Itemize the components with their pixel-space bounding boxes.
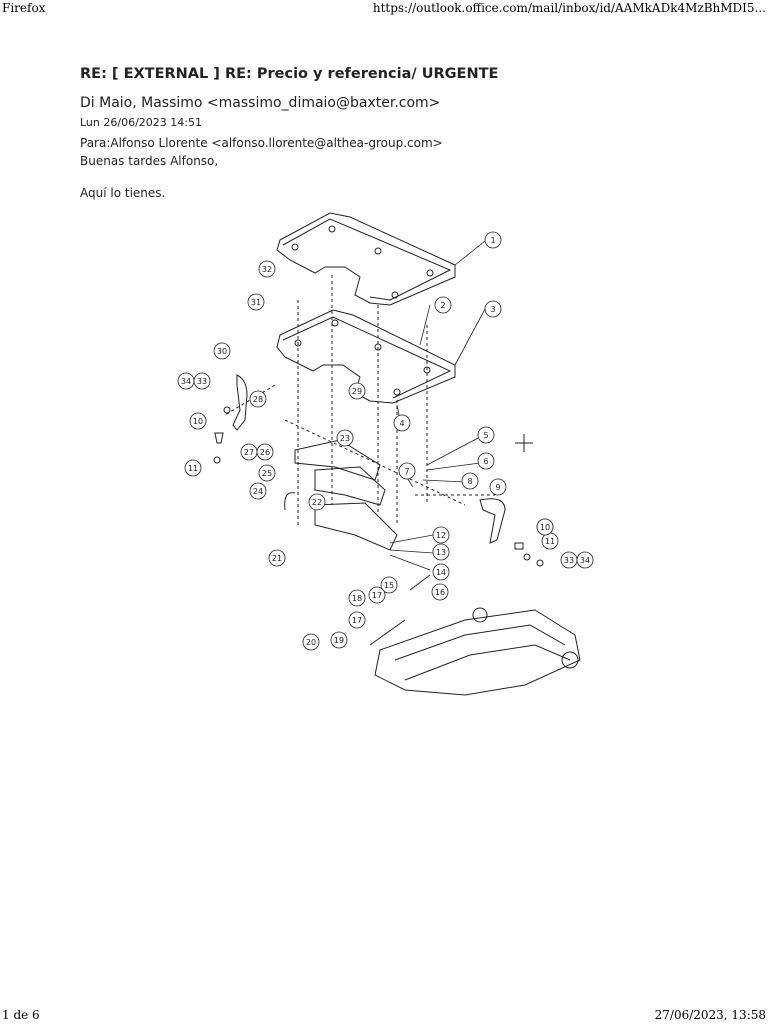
callout-label: 13 — [436, 548, 446, 557]
left-handle — [232, 374, 248, 431]
email-recipient: Para:Alfonso Llorente <alfonso.llorente@… — [80, 136, 443, 150]
callout-label: 27 — [244, 448, 254, 457]
base-wheel — [472, 607, 488, 623]
callout-label: 14 — [436, 568, 446, 577]
callout-label: 16 — [435, 588, 445, 597]
base-wheel — [561, 651, 579, 669]
callout-label: 32 — [262, 265, 272, 274]
callout-label: 20 — [306, 638, 316, 647]
callout-label: 19 — [334, 636, 344, 645]
callout-label: 9 — [495, 483, 500, 492]
callout-label: 5 — [483, 431, 488, 440]
nut-11 — [213, 456, 221, 464]
callout-label: 11 — [545, 537, 555, 546]
plate-hole — [294, 339, 302, 347]
plate-hole — [374, 247, 382, 255]
email-message: RE: [ EXTERNAL ] RE: Precio y referencia… — [80, 66, 700, 200]
plate-hole — [328, 225, 336, 233]
callout-label: 6 — [483, 457, 488, 466]
callout-label: 15 — [384, 581, 394, 590]
email-greeting: Buenas tardes Alfonso, — [80, 154, 219, 168]
callout-label: 3 — [490, 305, 495, 314]
washer-33-right — [536, 559, 544, 567]
callout-label: 12 — [436, 531, 446, 540]
print-timestamp: 27/06/2023, 13:58 — [654, 1008, 766, 1022]
callout-label: 24 — [253, 487, 263, 496]
exploded-parts-diagram: 1 2 3 4 5 6 7 8 9 10 11 12 13 14 15 16 1… — [165, 205, 595, 700]
callout-label: 23 — [340, 434, 350, 443]
small-part-10 — [214, 432, 224, 444]
print-url: https://outlook.office.com/mail/inbox/id… — [372, 1, 766, 15]
bracket-outline — [314, 502, 398, 551]
email-sender: Di Maio, Massimo <massimo_dimaio@baxter.… — [80, 95, 441, 111]
washer-33 — [223, 406, 231, 414]
gas-spring-17 — [369, 619, 406, 646]
callout-label: 17 — [352, 616, 362, 625]
callout-label: 4 — [399, 419, 404, 428]
plate-hole — [426, 269, 434, 277]
email-subject: RE: [ EXTERNAL ] RE: Precio y referencia… — [80, 66, 499, 82]
parts-diagram-svg: 1 2 3 4 5 6 7 8 9 10 11 12 13 14 15 16 1… — [177, 212, 594, 696]
email-body-text: Aquí lo tienes. — [80, 186, 166, 200]
top-plate-outline — [276, 212, 456, 306]
nut-11-right — [523, 553, 531, 561]
callout-label: 28 — [253, 395, 263, 404]
page-number: 1 de 6 — [2, 1008, 40, 1022]
bracket-outline — [314, 466, 386, 506]
callout-label: 11 — [188, 464, 198, 473]
browser-name: Firefox — [2, 1, 46, 15]
gas-spring-16 — [409, 574, 431, 591]
callout-label: 2 — [440, 301, 445, 310]
callout-label: 10 — [193, 417, 203, 426]
callout-label: 33 — [197, 377, 207, 386]
base-frame-rail — [404, 644, 571, 681]
second-plate-inner-edge — [282, 316, 452, 399]
base-frame-rail — [394, 624, 566, 661]
callout-label: 31 — [251, 298, 261, 307]
callout-label: 17 — [372, 591, 382, 600]
small-part-10-right — [514, 542, 524, 550]
callout-label: 33 — [564, 556, 574, 565]
callout-label: 1 — [490, 236, 495, 245]
callout-label: 7 — [404, 467, 409, 476]
plate-hole — [291, 243, 299, 251]
callout-label: 21 — [272, 554, 282, 563]
plate-hole — [393, 388, 401, 396]
base-frame-outline — [374, 609, 581, 696]
callout-label: 30 — [217, 347, 227, 356]
callout-label: 18 — [352, 594, 362, 603]
cable-24 — [284, 492, 296, 511]
callout-label: 10 — [540, 523, 550, 532]
top-plate-inner-edge — [282, 218, 452, 301]
callout-label: 8 — [467, 477, 472, 486]
callout-label: 29 — [352, 387, 362, 396]
plate-hole — [331, 319, 339, 327]
email-date: Lun 26/06/2023 14:51 — [80, 116, 202, 129]
callout-label: 22 — [312, 498, 322, 507]
right-handle — [479, 498, 506, 544]
callout-label: 26 — [260, 448, 270, 457]
second-plate-outline — [276, 309, 456, 404]
callout-label: 34 — [580, 556, 590, 565]
plate-hole — [391, 291, 399, 299]
callout-label: 34 — [181, 377, 191, 386]
callout-label: 25 — [262, 469, 272, 478]
